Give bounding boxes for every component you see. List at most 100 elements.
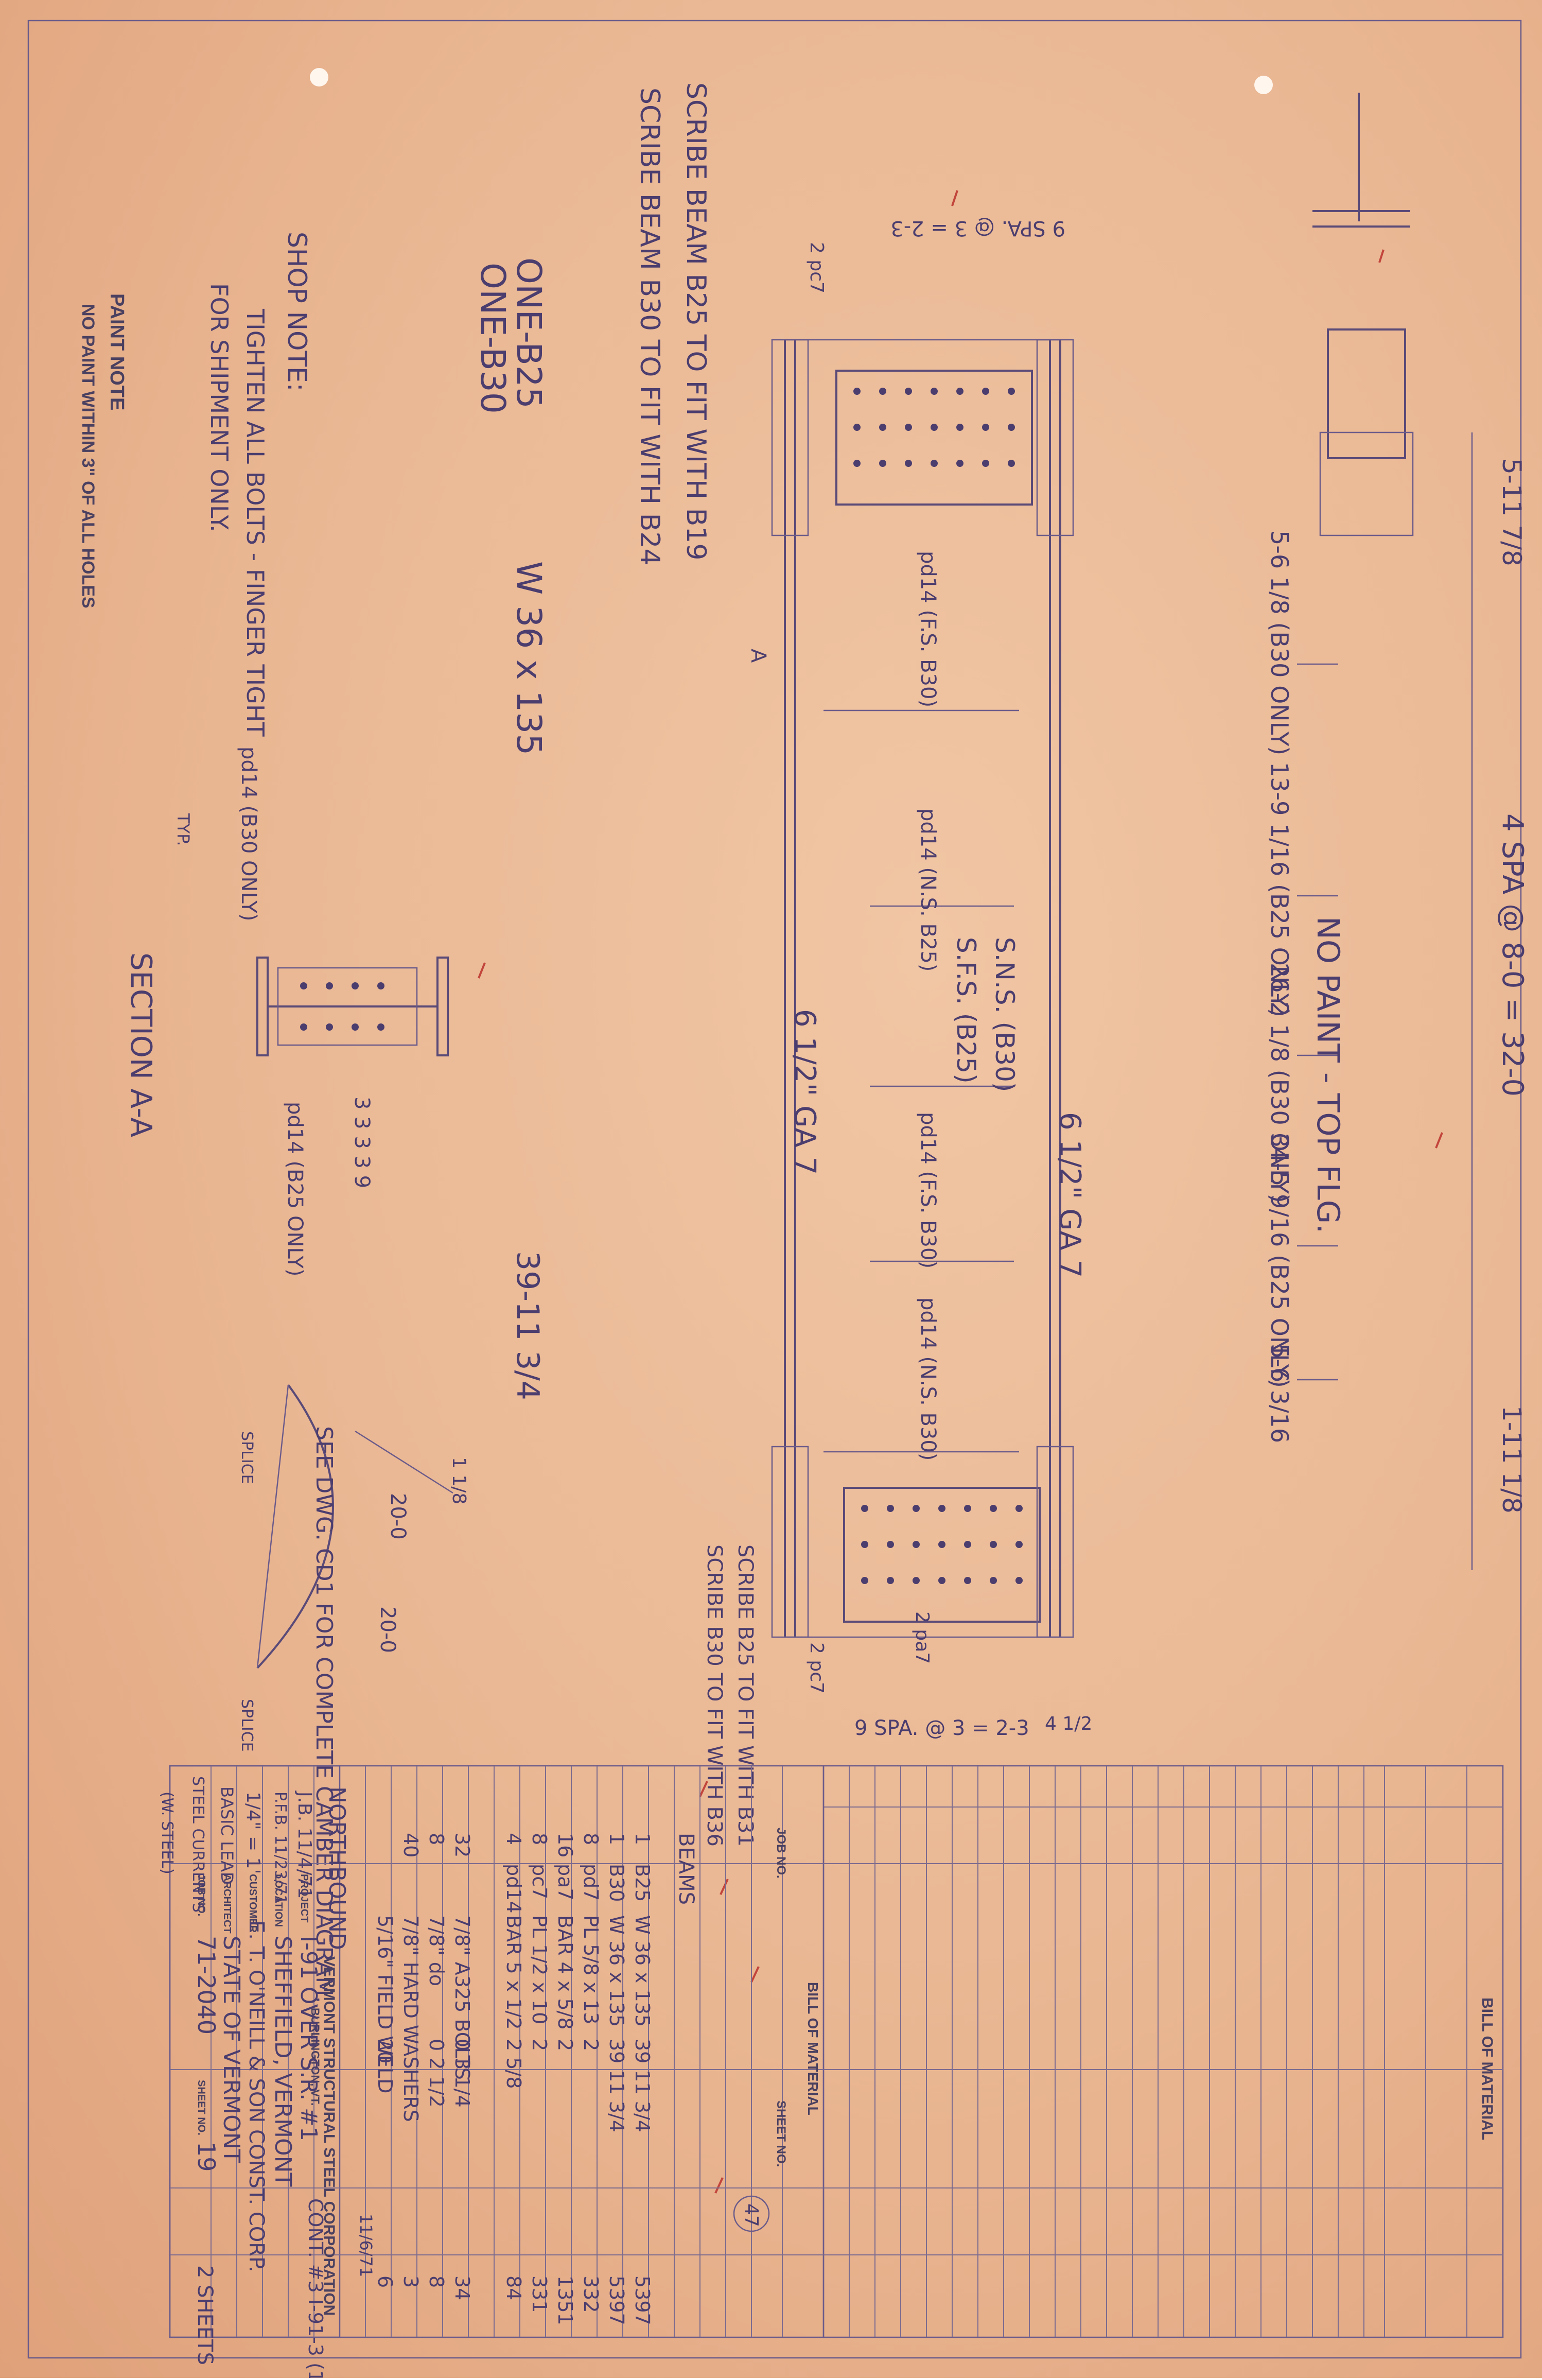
svg-text:PL 5/8 x 13: PL 5/8 x 13 bbox=[580, 1915, 602, 2024]
stencil-note: STEEL CURRENTS bbox=[189, 1776, 207, 1913]
svg-text:2: 2 bbox=[580, 2039, 602, 2051]
no-paint-top-note: NO PAINT - TOP FLG. bbox=[1310, 916, 1346, 1234]
svg-text:pc7: pc7 bbox=[528, 1864, 551, 1899]
gage-bottom: 6 1/2" GA 7 bbox=[1053, 1112, 1087, 1278]
sheet-border bbox=[27, 20, 1522, 2359]
svg-text:4: 4 bbox=[502, 1833, 525, 1845]
overall-dim: 4 SPA @ 8-0 = 32-0 bbox=[1496, 813, 1529, 1097]
svg-text:20: 20 bbox=[374, 2039, 396, 2063]
svg-text:6: 6 bbox=[374, 2275, 396, 2288]
splice-left: SPLICE bbox=[238, 1431, 256, 1484]
mark-pc7-a: 2 pc7 bbox=[806, 242, 827, 293]
svg-text:W 36 x 135: W 36 x 135 bbox=[631, 1915, 654, 2027]
svg-text:7/8" HARD WASHERS: 7/8" HARD WASHERS bbox=[399, 1915, 422, 2122]
svg-text:8: 8 bbox=[580, 1833, 602, 1845]
bom-row: 1 B30 W 36 x 135 39 11 3/4 5397 bbox=[605, 1833, 628, 2325]
one-b25-label: ONE-B25 bbox=[509, 257, 549, 409]
scribe-note-2: SCRIBE BEAM B30 TO FIT WITH B24 bbox=[634, 88, 665, 565]
sheet-label: SHEET NO. bbox=[196, 2080, 207, 2135]
drawn-by: J.B. 11/4/71 bbox=[294, 1791, 315, 1899]
section-label: SECTION A-A bbox=[124, 952, 157, 1137]
beam-elevation bbox=[771, 339, 1074, 1638]
scribe-bottom-1: SCRIBE B25 TO FIT WITH B31 bbox=[733, 1544, 757, 1847]
svg-text:40: 40 bbox=[399, 1833, 422, 1857]
svg-text:1351: 1351 bbox=[554, 2275, 576, 2325]
bom-left-title: BILL OF MATERIAL bbox=[805, 1982, 821, 2115]
architect-label: ARCHITECT bbox=[221, 1874, 233, 1934]
bom-row: 1 B25 W 36 x 135 39 11 3/4 5397 bbox=[631, 1833, 654, 2325]
svg-text:pd7: pd7 bbox=[580, 1864, 602, 1901]
svg-text:331: 331 bbox=[528, 2275, 551, 2313]
location-value: SHEFFIELD, VERMONT bbox=[270, 1936, 296, 2187]
svg-text:39 11 3/4: 39 11 3/4 bbox=[631, 2039, 654, 2132]
bom-row: 32 7/8" A325 BOLTS 0 3 1/4 34 bbox=[451, 1833, 474, 2300]
see-dwg-note: SEE DWG. CD1 FOR COMPLETE CAMBER DIAGRAM… bbox=[311, 1426, 337, 2003]
camber-diagram bbox=[256, 1384, 453, 1669]
sheet-circle bbox=[733, 2195, 770, 2232]
shop-note-title: SHOP NOTE: bbox=[282, 232, 312, 391]
shop-note-line-2: FOR SHIPMENT ONLY. bbox=[205, 283, 233, 532]
punch-hole bbox=[1254, 76, 1273, 94]
svg-text:332: 332 bbox=[580, 2275, 602, 2313]
svg-text:16: 16 bbox=[554, 1833, 576, 1857]
mark-pa7: 2 pa7 bbox=[912, 1611, 933, 1664]
bom-row: 5/16" FIELD WELD 20 6 bbox=[374, 1915, 396, 2288]
customer-value: E. T. O'NEILL & SON CONST. CORP. bbox=[244, 1920, 268, 2272]
bom-row: 40 7/8" HARD WASHERS 3 bbox=[399, 1833, 422, 2288]
svg-text:B25: B25 bbox=[631, 1864, 654, 1902]
svg-text:8: 8 bbox=[425, 1833, 448, 1845]
svg-text:39 11 3/4: 39 11 3/4 bbox=[605, 2039, 628, 2132]
section-mark-a: A bbox=[746, 649, 770, 663]
length-dim: 39-11 3/4 bbox=[510, 1251, 546, 1400]
svg-text:pa7: pa7 bbox=[554, 1864, 576, 1901]
sheet-circle-number: 47 bbox=[741, 2203, 762, 2227]
bolt-spacing-top: 9 SPA. @ 3 = 2-3 bbox=[890, 216, 1065, 240]
svg-text:84: 84 bbox=[502, 2275, 525, 2300]
svg-text:8: 8 bbox=[425, 2275, 448, 2288]
bom-section-title: BEAMS bbox=[674, 1833, 698, 1905]
sheet-number: 19 bbox=[192, 2142, 220, 2172]
svg-text:34: 34 bbox=[451, 2275, 474, 2300]
bom-job-no-label: JOB NO. bbox=[774, 1828, 788, 1879]
bom-row: 16 pa7 BAR 4 x 5/8 2 1351 bbox=[554, 1833, 576, 2325]
contract-value: CONT. #3 I-91-3 (13) bbox=[304, 2198, 327, 2378]
mark-pd14-b: pd14 (N.S. B25) bbox=[916, 808, 940, 971]
svg-text:8: 8 bbox=[528, 1833, 551, 1845]
section-a-a bbox=[256, 957, 449, 1056]
job-label: JOB NO. bbox=[196, 1874, 207, 1916]
scribe-bottom-2: SCRIBE B30 TO FIT WITH B36 bbox=[703, 1544, 726, 1847]
svg-text:pd14: pd14 bbox=[502, 1864, 525, 1914]
camber-right: 20-0 bbox=[376, 1606, 399, 1653]
scribe-note-1: SCRIBE BEAM B25 TO FIT WITH B19 bbox=[680, 82, 711, 560]
job-number: 71-2040 bbox=[192, 1936, 220, 2035]
svg-text:W 36 x 135: W 36 x 135 bbox=[605, 1915, 628, 2027]
dim-1: 5-6 1/8 (B30 ONLY) bbox=[1266, 530, 1293, 755]
svg-text:0 2 1/2: 0 2 1/2 bbox=[425, 2039, 448, 2108]
beam-size-label: W 36 x 135 bbox=[509, 561, 549, 755]
camber-left: 20-0 bbox=[386, 1493, 410, 1540]
bom-row: 8 pc7 PL 1/2 x 10 2 331 bbox=[528, 1833, 551, 2313]
camber-value: 1 1/8 bbox=[448, 1457, 469, 1504]
section-dims: 3 3 3 3 9 bbox=[350, 1097, 374, 1188]
one-b30-label: ONE-B30 bbox=[473, 263, 513, 414]
bom-left: BILL OF MATERIAL JOB NO. SHEET NO. 47 BE… bbox=[169, 1765, 825, 2338]
splice-plate-top bbox=[835, 370, 1033, 506]
northbound-label: NORTHBOUND bbox=[324, 1786, 350, 1950]
bom-row: 4 pd14 BAR 5 x 1/2 2 5/8 84 bbox=[502, 1833, 525, 2300]
bolt-pattern-top bbox=[853, 388, 1015, 467]
svg-text:5397: 5397 bbox=[605, 2275, 628, 2325]
architect-value: STATE OF VERMONT bbox=[218, 1936, 244, 2163]
dim-4: 34-5 9/16 (B25 ONLY) bbox=[1266, 1133, 1293, 1388]
sfs-label: S.F.S. (B25) bbox=[951, 937, 981, 1084]
splice-plate-bottom bbox=[843, 1487, 1041, 1623]
left-end-dim: 5-11 7/8 bbox=[1497, 458, 1527, 566]
mark-pd14-e: pd14 (B30 ONLY) bbox=[237, 746, 260, 921]
svg-text:1: 1 bbox=[631, 1833, 654, 1845]
bolt-pattern-bottom bbox=[861, 1505, 1023, 1584]
checked-by: P.F.B. 11/23/71 bbox=[271, 1792, 289, 1904]
svg-text:2 5/8: 2 5/8 bbox=[502, 2039, 525, 2089]
punch-hole bbox=[310, 68, 328, 86]
title-block: VERMONT STRUCTURAL STEEL CORPORATION BUR… bbox=[158, 1765, 376, 2380]
svg-text:7/8" A325 BOLTS: 7/8" A325 BOLTS bbox=[451, 1915, 474, 2080]
